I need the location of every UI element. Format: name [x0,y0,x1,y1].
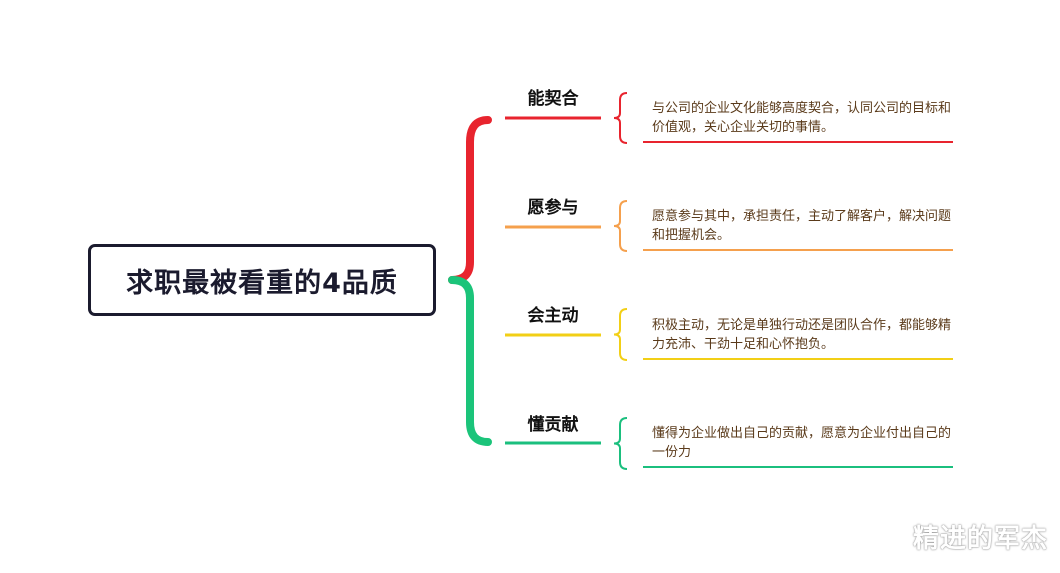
branch-label-engage: 愿参与 [527,198,579,218]
branch-label-initiative: 会主动 [527,306,579,326]
sub-brace-contribute [613,417,628,470]
branch-description-contribute: 懂得为企业做出自己的贡献，愿意为企业付出自己的一份力 [652,426,952,460]
watermark: 精进的军杰 [912,524,1048,554]
branch-label-contribute: 懂贡献 [527,415,579,435]
main-brace-bottom [448,276,492,446]
branch-description-initiative: 积极主动，无论是单独行动还是团队合作，都能够精力充沛、干劲十足和心怀抱负。 [652,318,952,352]
branch-label-fit: 能契合 [527,89,579,109]
sub-brace-fit [613,92,628,144]
root-node: 求职最被看重的4品质 [88,244,436,316]
sub-brace-engage [613,200,628,252]
branch-description-fit: 与公司的企业文化能够高度契合，认同公司的目标和价值观，关心企业关切的事情。 [652,101,952,135]
root-title: 求职最被看重的4品质 [126,267,398,299]
branch-description-engage: 愿意参与其中，承担责任，主动了解客户，解决问题和把握机会。 [652,209,952,243]
sub-brace-initiative [613,308,628,361]
main-brace-top [448,116,492,284]
